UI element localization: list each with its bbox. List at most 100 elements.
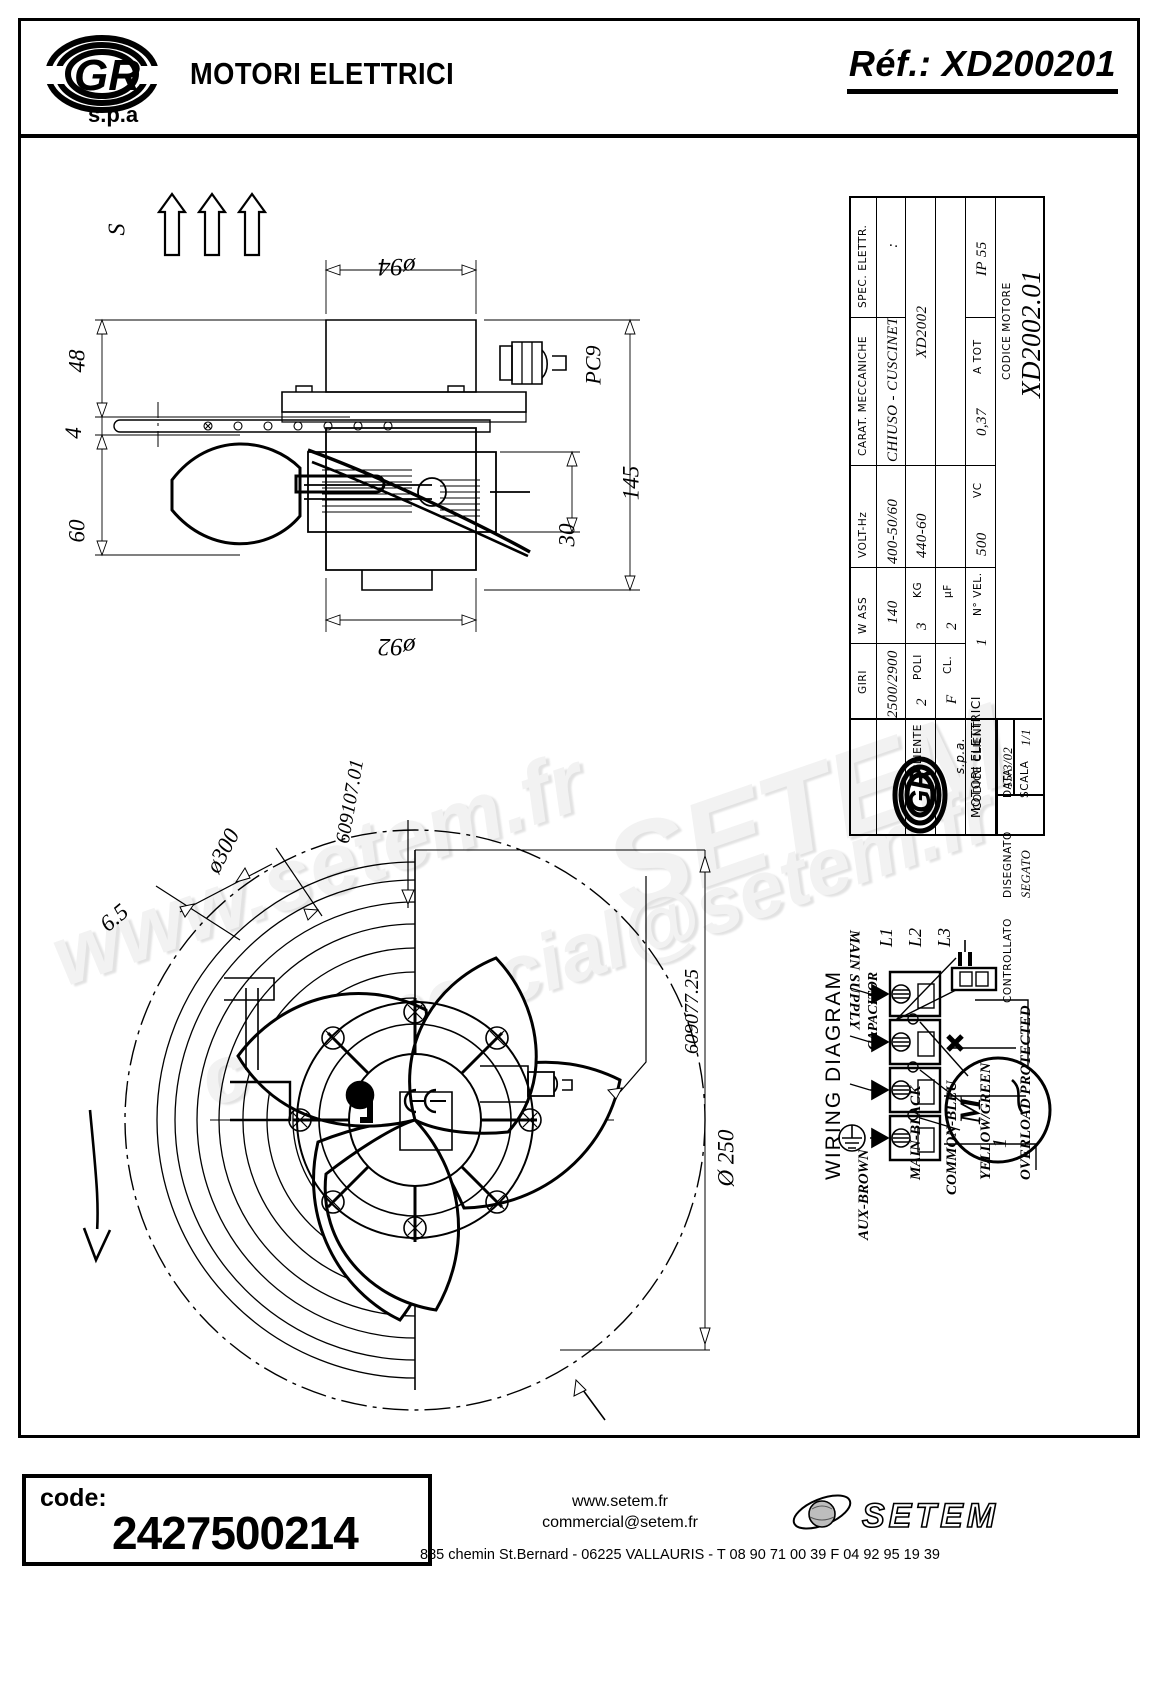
reference-title: Réf.: XD200201 xyxy=(846,43,1118,94)
tb-cell-volt2: 440-60 xyxy=(906,466,935,568)
tb-cell-type-code: XD2002 xyxy=(906,198,935,466)
wiring-title: WIRING DIAGRAM xyxy=(822,970,845,1180)
tb-label-carat: CARAT. MECCANICHE xyxy=(857,335,869,456)
side-view-drawing xyxy=(60,180,760,680)
company-name: MOTORI ELETTRICI xyxy=(190,56,455,91)
tb-value-volt2: 440-60 xyxy=(914,513,930,558)
tb-logo-company: MOTORI ELETTRICI xyxy=(969,696,983,818)
footer-contact: www.setem.fr commercial@setem.fr xyxy=(455,1491,785,1533)
tb-col-kg-poli: XD2002 440-60 KG 3 POLI 2 CLIENTE xyxy=(906,198,936,834)
dim-30: 30 xyxy=(554,523,580,547)
tb-value-ip: IP 55 xyxy=(974,241,990,276)
tb-cell-wass-value: 140 xyxy=(877,568,905,644)
gland-label-pc9: PC9 xyxy=(580,345,606,385)
tb-col-uf-cl: µF 2 CL. F xyxy=(936,198,966,834)
tb-col-atot-vc: IP 55 A TOT 0,37 VC 500 N° VEL. 1 CODICE… xyxy=(966,198,996,834)
tb-value-type-code: XD2002 xyxy=(914,305,930,358)
tb-value-kg: 3 xyxy=(914,622,930,630)
tb-value-carat: CHIUSO - CUSCINETTI xyxy=(885,318,901,462)
tb-cell-giri-value: 2500/2900 xyxy=(877,644,905,720)
tb-cell-kg: KG 3 xyxy=(906,568,935,644)
wiring-main-black: MAIN-BLACK xyxy=(908,1085,924,1180)
tb-label-codice-motore: CODICE MOTORE xyxy=(1001,282,1013,380)
tb-value-giri: 2500/2900 xyxy=(885,650,901,718)
dim-d94: ø94 xyxy=(378,253,416,280)
footer-email[interactable]: commercial@setem.fr xyxy=(542,1514,698,1531)
setem-logo: SETEM xyxy=(790,1487,1040,1537)
tb-cell-poli: POLI 2 xyxy=(906,644,935,720)
tb-value-wass: 140 xyxy=(885,600,901,624)
tb-value-nvel: 1 xyxy=(974,638,990,646)
tb-cell-spec-value: : xyxy=(877,198,905,318)
tb-cell-volt: VOLT-Hz xyxy=(851,466,876,568)
tb-cell-nvel: N° VEL. 1 xyxy=(966,568,995,720)
tb-label-poli: POLI xyxy=(912,654,924,680)
wiring-capacitor-label: CAPACITOR xyxy=(866,971,881,1050)
wiring-common-bleu: COMMON-BLEU xyxy=(944,1080,960,1195)
tb-cell-vc: VC 500 xyxy=(966,466,995,568)
tb-label-volt: VOLT-Hz xyxy=(857,511,869,558)
tb-cell-wass: W ASS xyxy=(851,568,876,644)
tb-cell-uf: µF 2 xyxy=(936,568,965,644)
tb-bottom-sep-3 xyxy=(996,794,1044,796)
wiring-main-supply: MAIN SUPPLY xyxy=(846,930,862,1030)
tb-cell-cl: CL. F xyxy=(936,644,965,720)
tb-col-spec: SPEC. ELETTR. CARAT. MECCANICHE VOLT-Hz … xyxy=(851,198,877,834)
tb-label-wass: W ASS xyxy=(857,596,869,634)
header-separator xyxy=(21,134,1137,138)
wiring-diagram: M 1 xyxy=(830,880,1060,1280)
gr-logo: GR s.p.a xyxy=(40,30,190,130)
front-view-drawing xyxy=(60,820,760,1430)
tb-bottom-sep-2 xyxy=(1013,720,1015,794)
dim-d250: Ø 250 xyxy=(713,1129,739,1187)
tb-logo-sub: s.p.a. xyxy=(953,737,967,774)
tb-cell-ip: IP 55 xyxy=(966,198,995,318)
footer-address: 885 chemin St.Bernard - 06225 VALLAURIS … xyxy=(420,1547,940,1563)
tb-cell-carat-value: CHIUSO - CUSCINETTI xyxy=(877,318,905,466)
tb-bottom-sep-1 xyxy=(996,720,998,836)
code-label: code: xyxy=(40,1484,107,1512)
tb-value-volt: 400-50/60 xyxy=(885,498,901,564)
tb-value-vc: 500 xyxy=(974,532,990,556)
dim-48: 48 xyxy=(64,349,90,373)
svg-text:GR: GR xyxy=(74,51,140,100)
tb-col-codice-motore: CODICE MOTORE XD2002.01 xyxy=(996,198,1042,834)
drawing-frame xyxy=(18,18,1140,1438)
tb-label-vc: VC xyxy=(972,482,984,498)
svg-text:GR: GR xyxy=(904,768,937,813)
tb-label-scala: SCALA xyxy=(1019,760,1031,798)
tb-value-spec-elettr: : xyxy=(885,242,901,248)
tb-value-cl: F xyxy=(944,694,960,704)
wiring-terminal-l2: L2 xyxy=(905,927,925,947)
code-value: 2427500214 xyxy=(112,1507,359,1559)
tb-value-uf: 2 xyxy=(944,622,960,630)
svg-text:1: 1 xyxy=(989,1138,1011,1148)
dim-145: 145 xyxy=(618,465,644,501)
tb-label-nvel: N° VEL. xyxy=(972,572,984,616)
svg-text:SETEM: SETEM xyxy=(862,1497,999,1535)
svg-text:s.p.a: s.p.a xyxy=(88,102,139,127)
tb-cell-volt-value: 400-50/60 xyxy=(877,466,905,568)
title-block: SPEC. ELETTR. CARAT. MECCANICHE VOLT-Hz … xyxy=(849,196,1045,1003)
tb-cell-carat: CARAT. MECCANICHE xyxy=(851,318,876,466)
tb-label-atot: A TOT xyxy=(972,339,984,374)
tb-cell-giri: GIRI xyxy=(851,644,876,720)
tb-label-giri: GIRI xyxy=(857,669,869,694)
footer-website[interactable]: www.setem.fr xyxy=(571,1493,668,1510)
tb-cell-codice-motore: CODICE MOTORE XD2002.01 xyxy=(996,198,1042,720)
tb-cell-spec-elettr: SPEC. ELETTR. xyxy=(851,198,876,318)
tb-logo-block: GR xyxy=(863,726,973,834)
part-label-ring: 609077.25 xyxy=(681,969,703,1054)
dim-4: 4 xyxy=(60,427,86,439)
tb-cell-atot: A TOT 0,37 xyxy=(966,318,995,466)
tb-col-values: : CHIUSO - CUSCINETTI 400-50/60 140 2500… xyxy=(877,198,906,834)
tb-cell-blank1 xyxy=(936,198,965,466)
wiring-yellow-green: YELLOW/GREEN xyxy=(978,1062,994,1180)
tb-value-atot: 0,37 xyxy=(974,408,990,436)
tb-value-scala: 1/1 xyxy=(1019,728,1033,746)
tb-cell-blank2 xyxy=(936,466,965,568)
flow-label-s: S xyxy=(104,223,131,236)
wiring-aux-brown: AUX-BROWN xyxy=(856,1149,872,1240)
dim-d92: ø92 xyxy=(378,633,416,660)
